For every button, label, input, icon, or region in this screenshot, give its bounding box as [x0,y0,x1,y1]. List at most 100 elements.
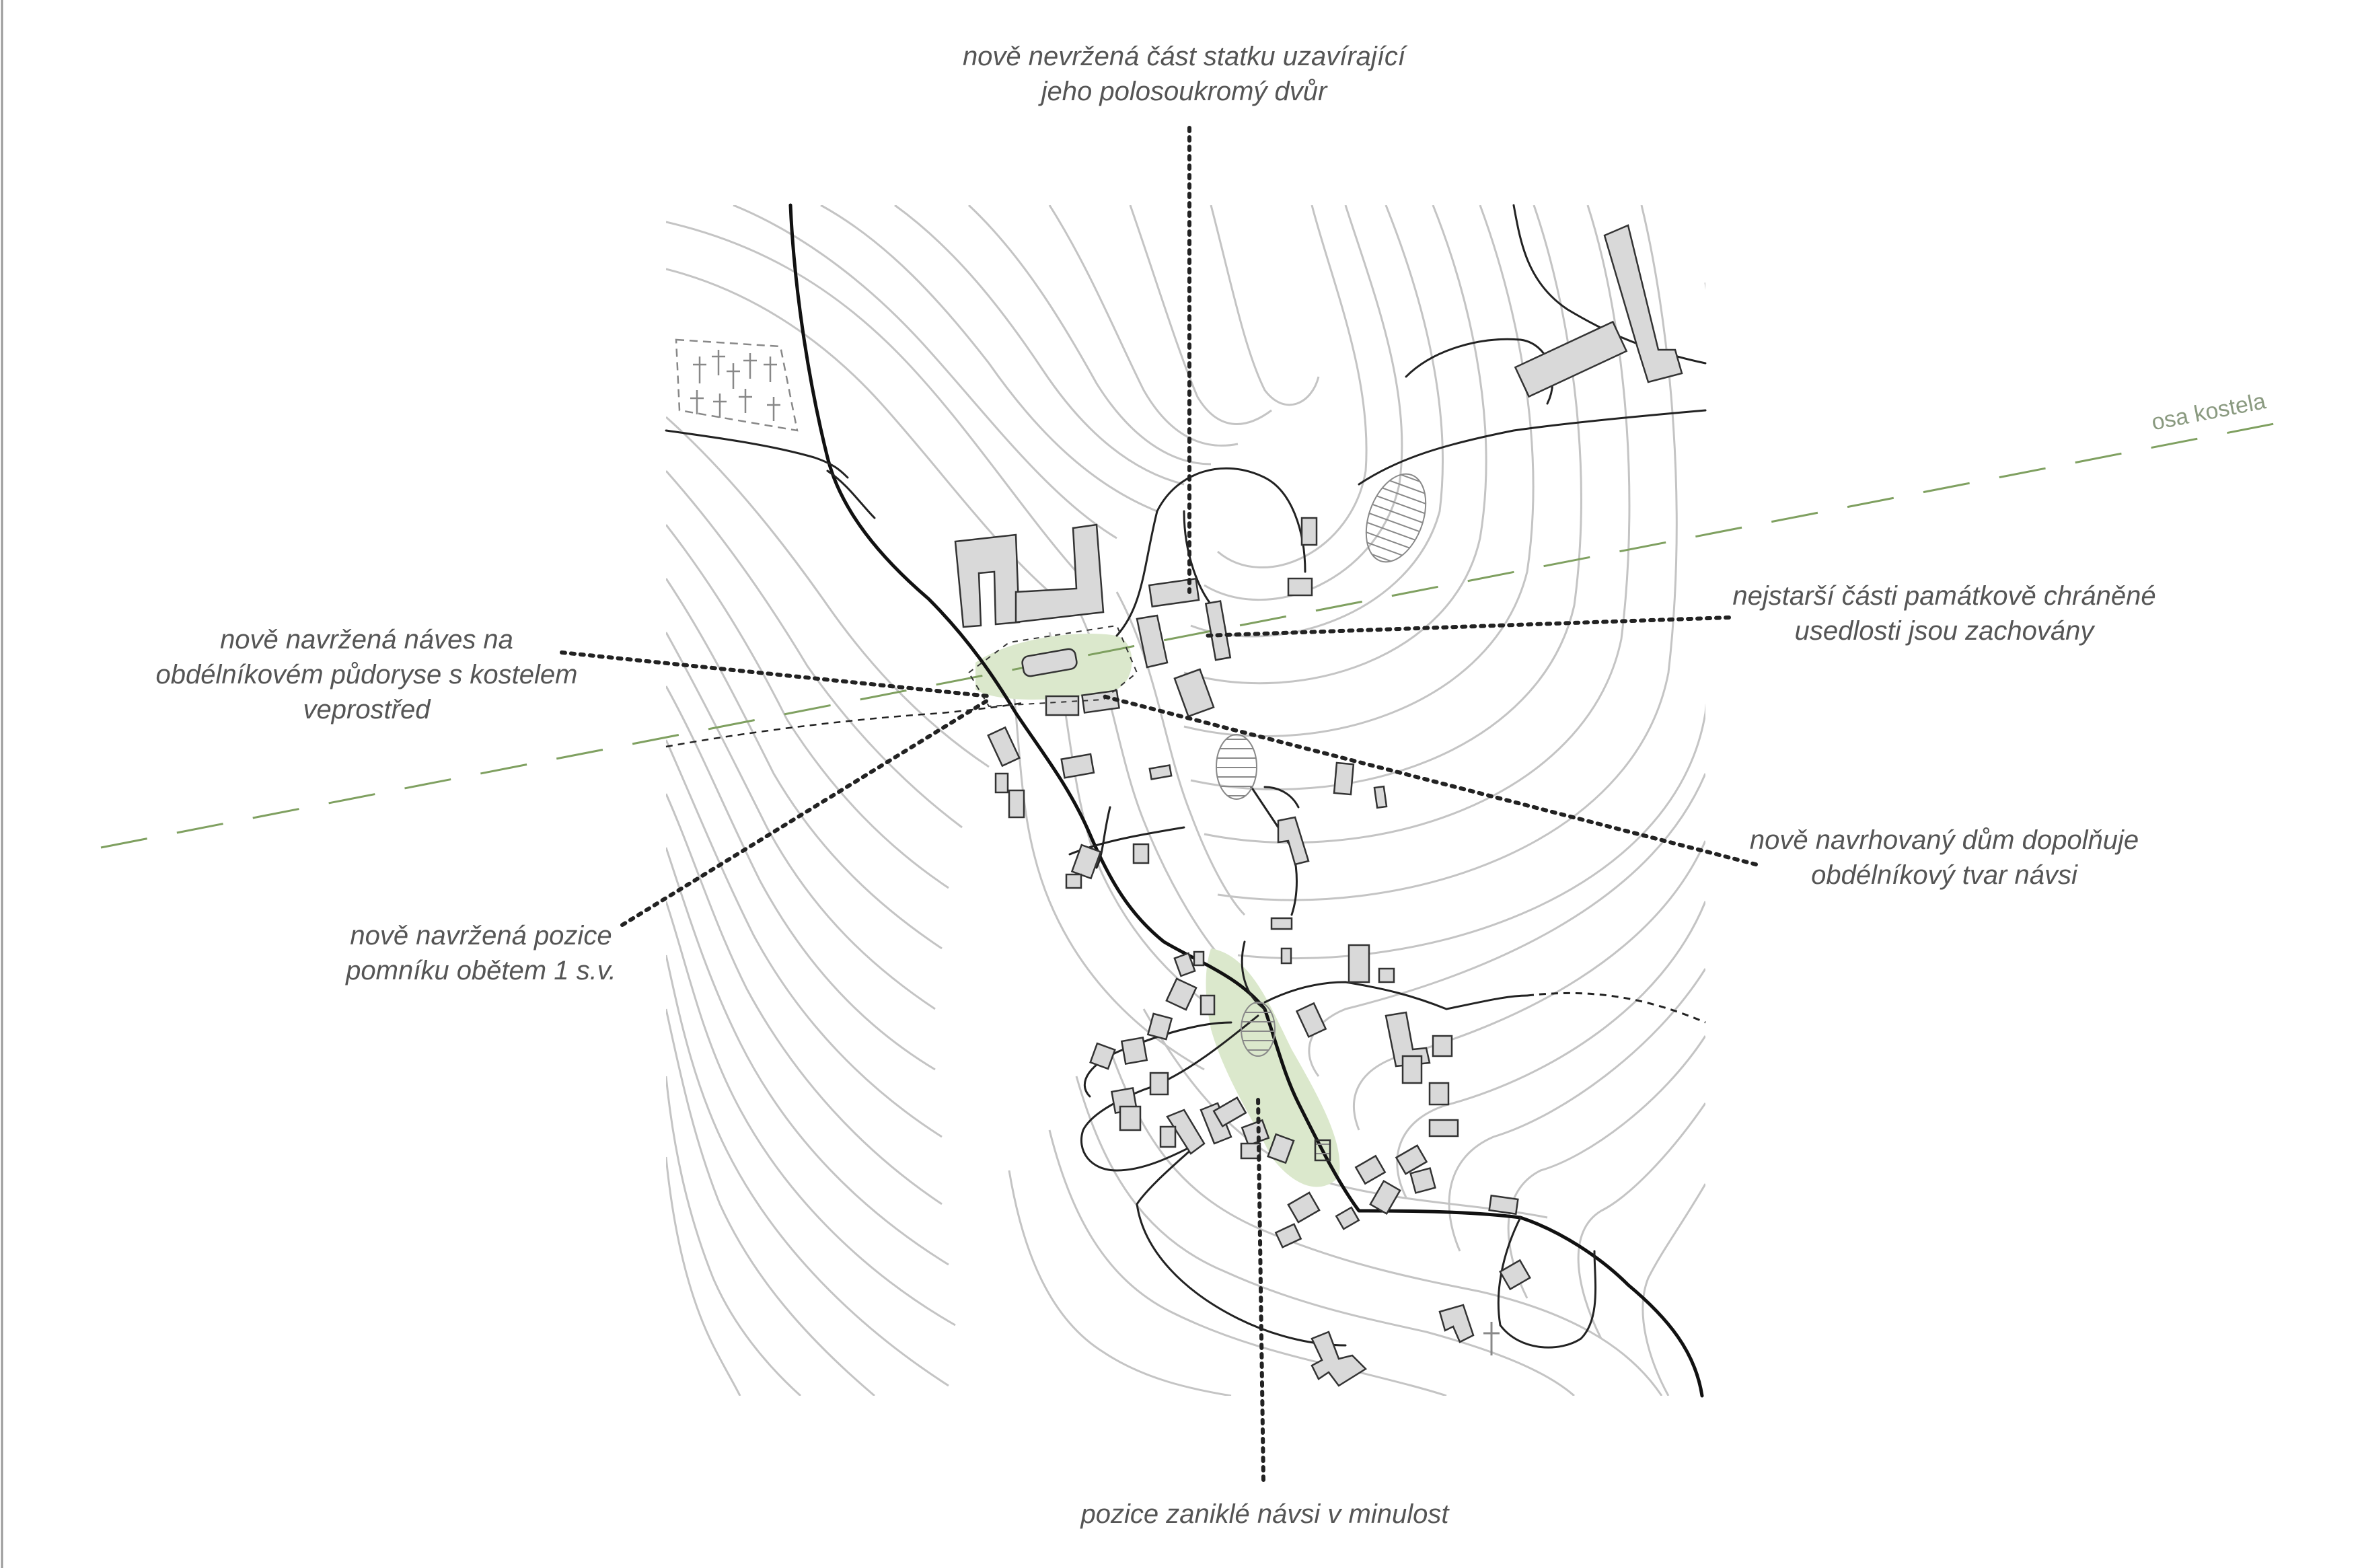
annotation-text: nejstarší části památkově chráněné [1732,581,2156,611]
contour-line [666,1008,875,1396]
farmstead-u-building [954,533,1021,628]
contour-line [733,205,1117,539]
contour-line [666,1156,741,1396]
building [1438,1304,1475,1343]
building [1193,950,1205,967]
building [1428,1119,1459,1137]
building [1200,1102,1232,1145]
annotation-left-upper: nově navržená náves na obdélníkovém půdo… [151,622,582,727]
contour-line [1183,205,1535,737]
building [1333,761,1355,796]
path [826,470,876,519]
building [1287,577,1313,597]
church [1021,648,1078,677]
annotation-text: usedlosti jsou zachovány [1794,616,2094,646]
building [1060,753,1095,779]
building [1120,1037,1148,1065]
path-dashed-east [1526,992,1706,1024]
contour-line [666,221,1078,572]
annotation-right-lower: nově navrhovaný dům dopolňuje obdélníkov… [1709,823,2180,893]
building [1514,320,1628,398]
building [1165,977,1197,1011]
contour-line [666,847,949,1266]
building [1314,1139,1331,1162]
annotation-right-upper: nejstarší části památkově chráněné usedl… [1709,578,2180,648]
annotation-text: nově navržená pozice [350,921,612,950]
building [1070,844,1102,880]
annotation-text: veprostřed [303,695,431,724]
contour-line [666,578,943,950]
building [1311,1331,1367,1387]
path-dashed-west [665,702,1023,748]
building [1287,1191,1321,1224]
contour-line [1642,1183,1705,1396]
cross-icon [690,350,780,421]
contour-line [1048,1129,1447,1396]
path [1263,786,1300,809]
contour-line [1237,283,1705,959]
contour-line [967,205,1212,465]
village-green-former [1206,948,1340,1187]
contour-line [666,955,949,1387]
building [1373,785,1388,809]
pond [1365,473,1427,563]
contour-line [1210,205,1320,406]
annotation-text: nově navrhovaný dům dopolňuje [1749,825,2139,855]
building [1089,1042,1116,1070]
path [1136,1142,1347,1347]
building [1132,843,1150,864]
contour-line [1577,1103,1705,1339]
building [1204,600,1232,661]
new-square-outline [967,624,1138,708]
annotation-text: obdélníkovém půdoryse s kostelem [155,660,578,689]
building [987,726,1021,768]
contour-lines [666,205,1705,1396]
contour-line [666,901,956,1327]
building [1149,1072,1169,1096]
path [1263,981,1448,1010]
building [1267,1133,1295,1164]
contour-line [666,739,943,1138]
path [1497,1216,1597,1349]
contour-line [1008,1170,1232,1396]
leader-line [1256,1094,1265,1482]
building [1335,1206,1360,1230]
building [1385,1011,1431,1068]
building [1065,873,1082,889]
building [1277,816,1310,866]
building [994,772,1009,794]
ponds [1216,473,1427,1057]
annotation-text: nově nevržená část statku uzavírající [962,42,1406,71]
building [1166,1109,1206,1155]
path [1115,467,1306,637]
cemetery-boundary [675,338,799,432]
contour-line [666,524,949,889]
building [1148,577,1200,608]
building [1409,1167,1436,1194]
building [1081,689,1120,714]
building [1119,1105,1142,1131]
path [1080,1014,1259,1172]
building [1295,1002,1327,1039]
building [1603,224,1683,383]
pond [1241,1002,1276,1057]
contour-line [666,632,936,1010]
building [1173,952,1196,977]
contour-line [666,1076,802,1396]
building [1270,917,1293,930]
leader-line [1202,615,1731,638]
contour-line [1075,1076,1575,1396]
cemetery [675,338,799,432]
annotation-text: pozice zaniklé návsi v minulost [1080,1499,1449,1529]
leader-line [1101,694,1758,866]
contour-line [894,205,1185,486]
contour-line [666,416,990,768]
buildings [954,224,1683,1387]
contour-line [1448,968,1705,1252]
contour-line [666,685,936,1071]
contour-line [1217,205,1678,901]
building [1395,1144,1428,1175]
contour-line [1129,205,1272,425]
annotation-text: jeho polosoukromý dvůr [1041,77,1327,106]
building [1378,967,1395,983]
